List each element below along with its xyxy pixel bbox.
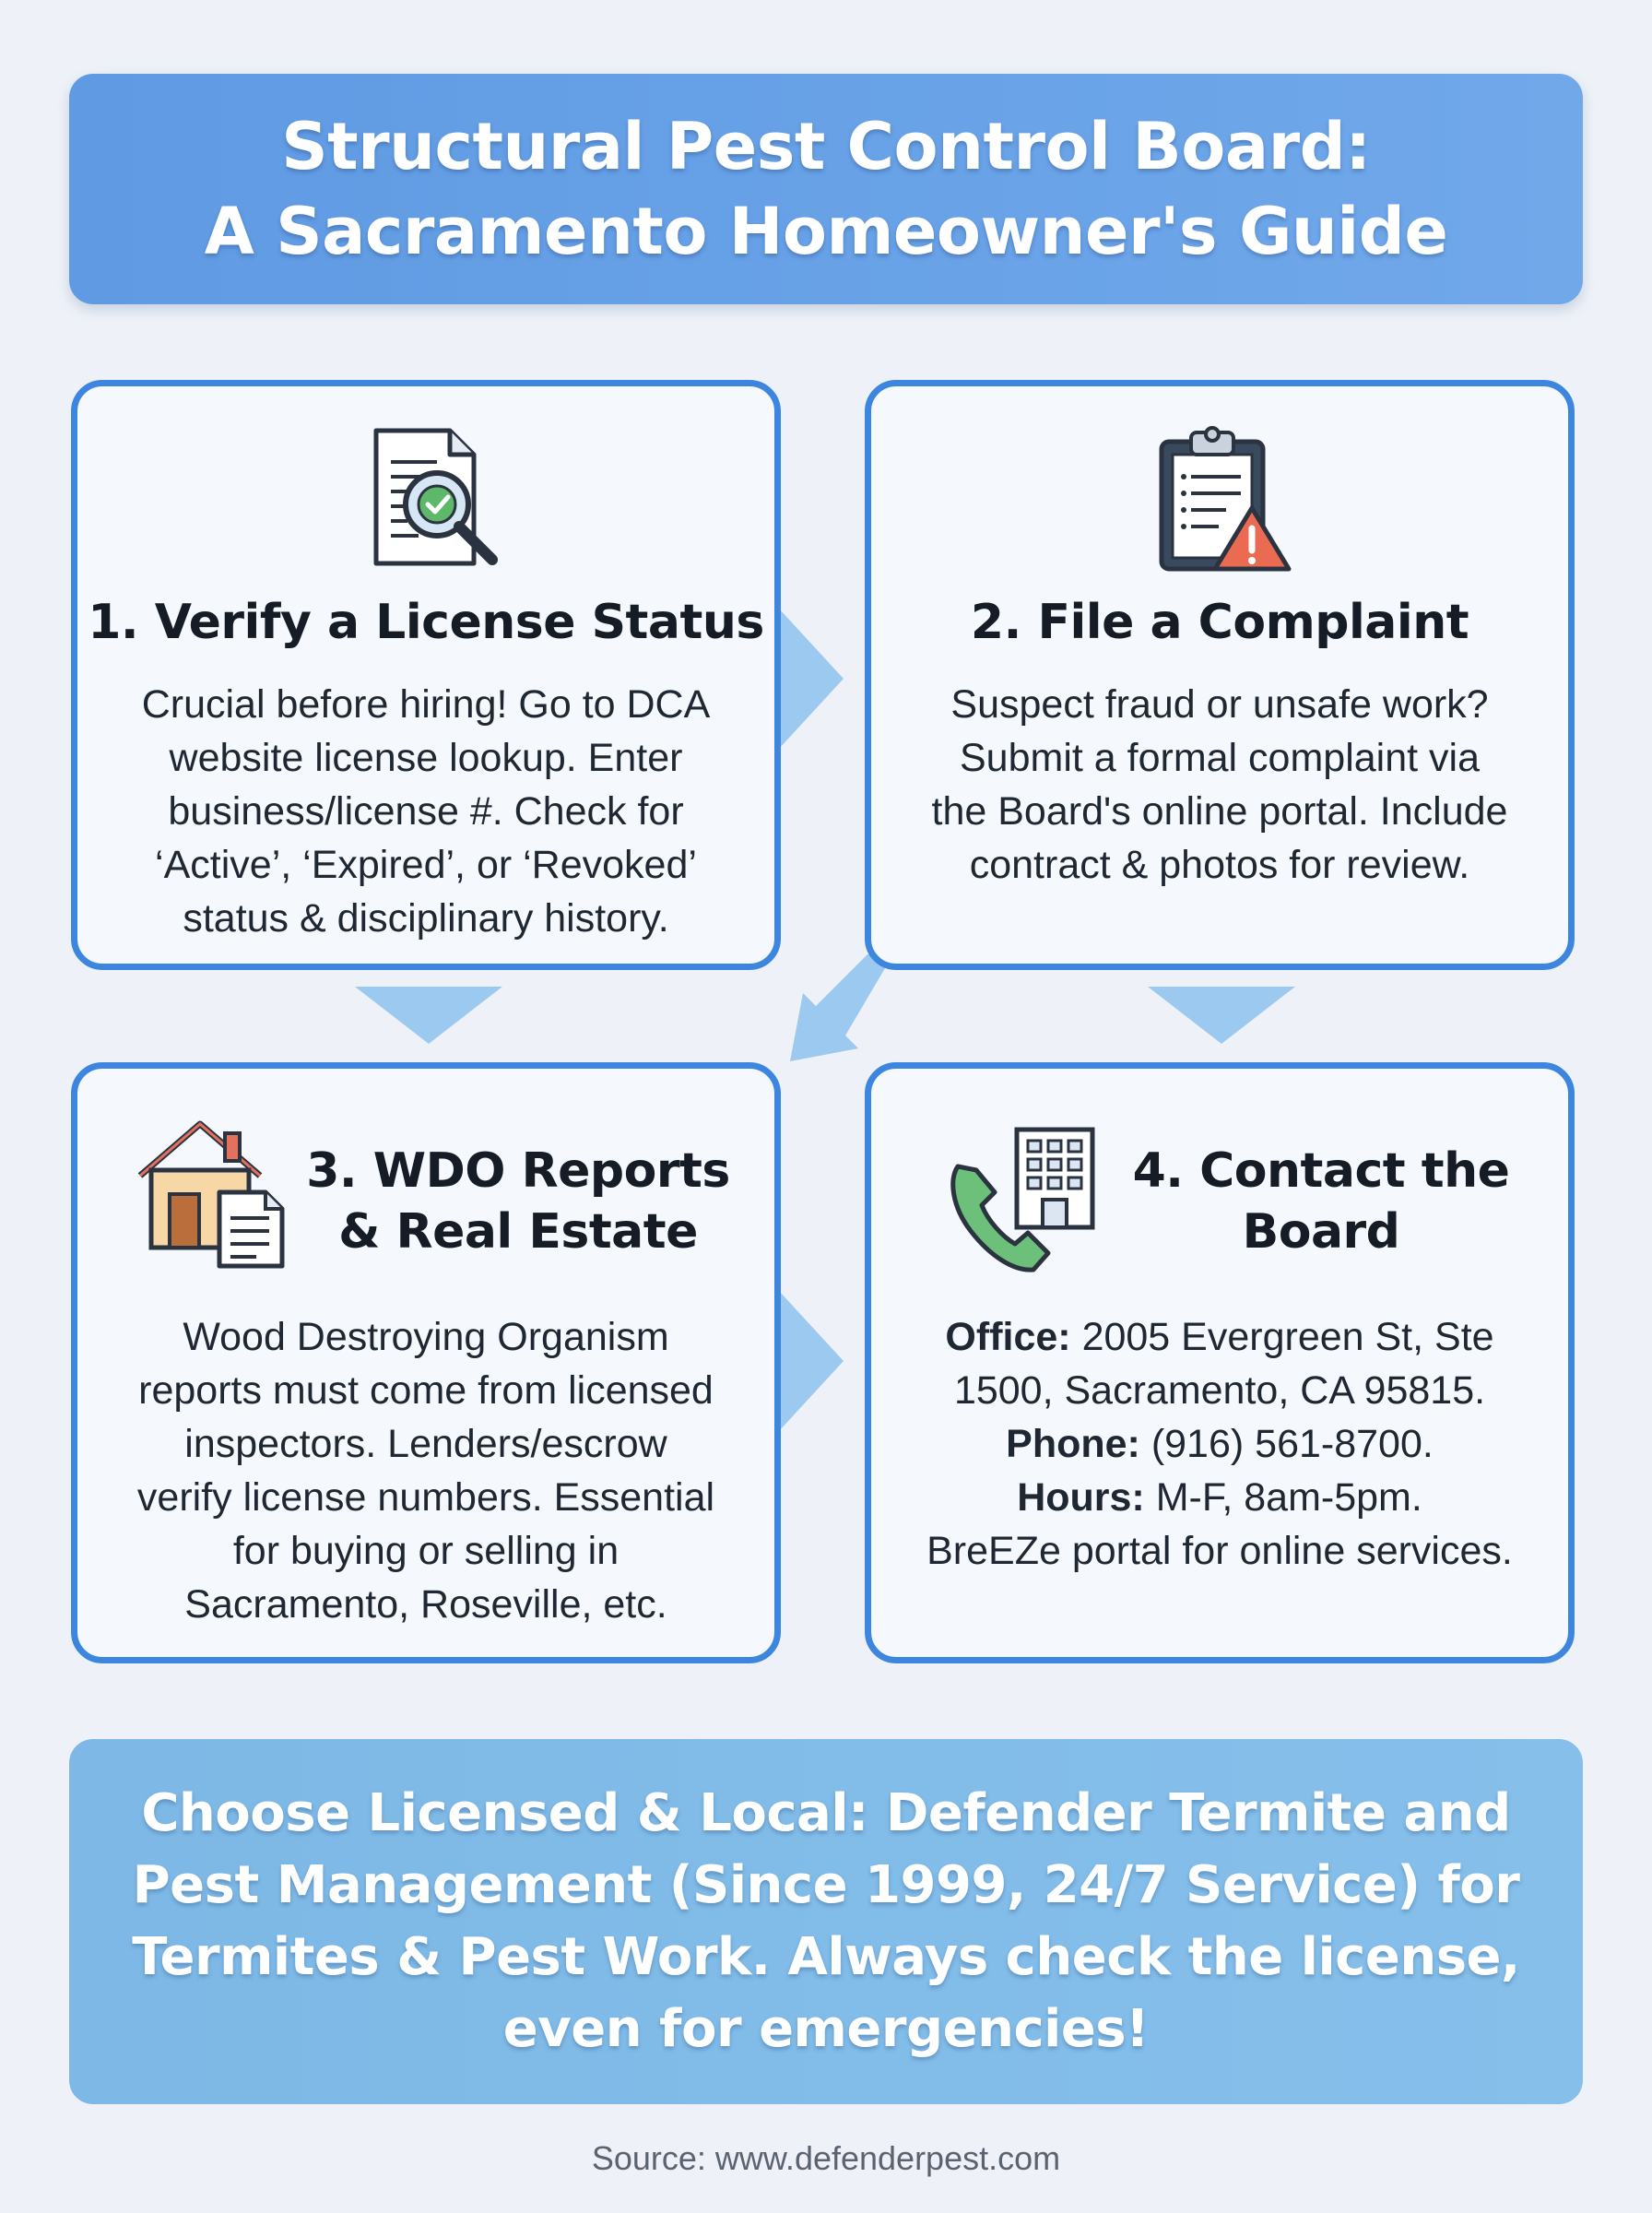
card-3-body-line: Sacramento, Roseville, etc. xyxy=(184,1582,667,1627)
card-1-body-line: business/license #. Check for xyxy=(168,789,684,834)
page-title-line-2: A Sacramento Homeowner's Guide xyxy=(204,194,1448,269)
card-3-title: 3. WDO Reports & Real Estate xyxy=(262,1141,774,1262)
promo-line: Pest Management (Since 1999, 24/7 Servic… xyxy=(132,1855,1520,1915)
card-2-body-line: the Board's online portal. Include xyxy=(931,789,1508,834)
card-3-body-line: reports must come from licensed xyxy=(138,1368,714,1413)
connector-arrow-right-top xyxy=(779,609,844,749)
promo-line: even for emergencies! xyxy=(502,1999,1150,2059)
hours-line: Hours: M-F, 8am-5pm. xyxy=(880,1471,1559,1524)
office-address-part-1: 2005 Evergreen St, Ste xyxy=(1081,1315,1494,1359)
card-wdo-reports: 3. WDO Reports & Real Estate Wood Destro… xyxy=(71,1062,781,1663)
card-verify-license: 1. Verify a License Status Crucial befor… xyxy=(71,380,781,970)
card-3-body-line: verify license numbers. Essential xyxy=(136,1475,715,1520)
card-4-body: Office: 2005 Evergreen St, Ste 1500, Sac… xyxy=(880,1310,1559,1578)
card-4-title-line: Board xyxy=(1242,1204,1400,1260)
card-1-body-line: status & disciplinary history. xyxy=(183,896,669,941)
hours-label: Hours: xyxy=(1017,1475,1145,1520)
phone-number: (916) 561-8700. xyxy=(1150,1422,1434,1466)
office-line: Office: 2005 Evergreen St, Ste xyxy=(880,1310,1559,1364)
card-1-body-line: website license lookup. Enter xyxy=(169,736,683,780)
source-credit: Source: www.defenderpest.com xyxy=(591,2139,1061,2177)
card-4-title-line: 4. Contact the xyxy=(1132,1143,1510,1199)
phone-building-icon xyxy=(945,1124,1111,1285)
card-3-title-line: 3. WDO Reports xyxy=(306,1143,730,1199)
title-banner: Structural Pest Control Board: A Sacrame… xyxy=(69,74,1583,304)
clipboard-warning-icon xyxy=(1152,421,1300,583)
promo-line: Choose Licensed & Local: Defender Termit… xyxy=(141,1783,1511,1843)
connector-arrow-down-right xyxy=(1148,987,1295,1044)
office-address-part-2: 1500, Sacramento, CA 95815. xyxy=(953,1368,1486,1413)
card-contact-board: 4. Contact the Board Office: 2005 Evergr… xyxy=(865,1062,1575,1663)
page-title-line-1: Structural Pest Control Board: xyxy=(281,109,1371,184)
document-magnifier-check-icon xyxy=(363,425,511,577)
card-2-body-line: Suspect fraud or unsafe work? xyxy=(950,682,1489,727)
phone-line: Phone: (916) 561-8700. xyxy=(880,1417,1559,1471)
card-1-body-line: Crucial before hiring! Go to DCA xyxy=(141,682,711,727)
card-1-body-line: ‘Active’, ‘Expired’, or ‘Revoked’ xyxy=(155,843,697,887)
card-1-body: Crucial before hiring! Go to DCA website… xyxy=(105,678,747,945)
hours-value: M-F, 8am-5pm. xyxy=(1155,1475,1422,1520)
card-3-body-line: inspectors. Lenders/escrow xyxy=(184,1422,667,1466)
card-4-title: 4. Contact the Board xyxy=(1111,1141,1531,1262)
house-document-icon xyxy=(131,1115,297,1276)
connector-arrow-diagonal xyxy=(790,954,888,1061)
card-2-body-line: contract & photos for review. xyxy=(969,843,1470,887)
card-2-body-line: Submit a formal complaint via xyxy=(960,736,1480,780)
card-3-body-line: Wood Destroying Organism xyxy=(183,1315,669,1359)
breeze-portal-note: BreEZe portal for online services. xyxy=(926,1529,1513,1573)
connector-arrow-right-bottom xyxy=(779,1291,844,1431)
connector-arrow-down-left xyxy=(355,987,502,1044)
promo-line: Termites & Pest Work. Always check the l… xyxy=(132,1927,1520,1987)
phone-label: Phone: xyxy=(1006,1422,1140,1466)
card-file-complaint: 2. File a Complaint Suspect fraud or uns… xyxy=(865,380,1575,970)
card-3-title-line: & Real Estate xyxy=(338,1204,698,1260)
card-2-title: 2. File a Complaint xyxy=(970,595,1469,650)
card-2-body: Suspect fraud or unsafe work? Submit a f… xyxy=(899,678,1540,892)
promo-callout: Choose Licensed & Local: Defender Termit… xyxy=(69,1739,1583,2104)
card-3-body: Wood Destroying Organism reports must co… xyxy=(105,1310,747,1631)
card-1-title: 1. Verify a License Status xyxy=(88,595,764,650)
office-label: Office: xyxy=(945,1315,1071,1359)
card-3-body-line: for buying or selling in xyxy=(232,1529,620,1573)
